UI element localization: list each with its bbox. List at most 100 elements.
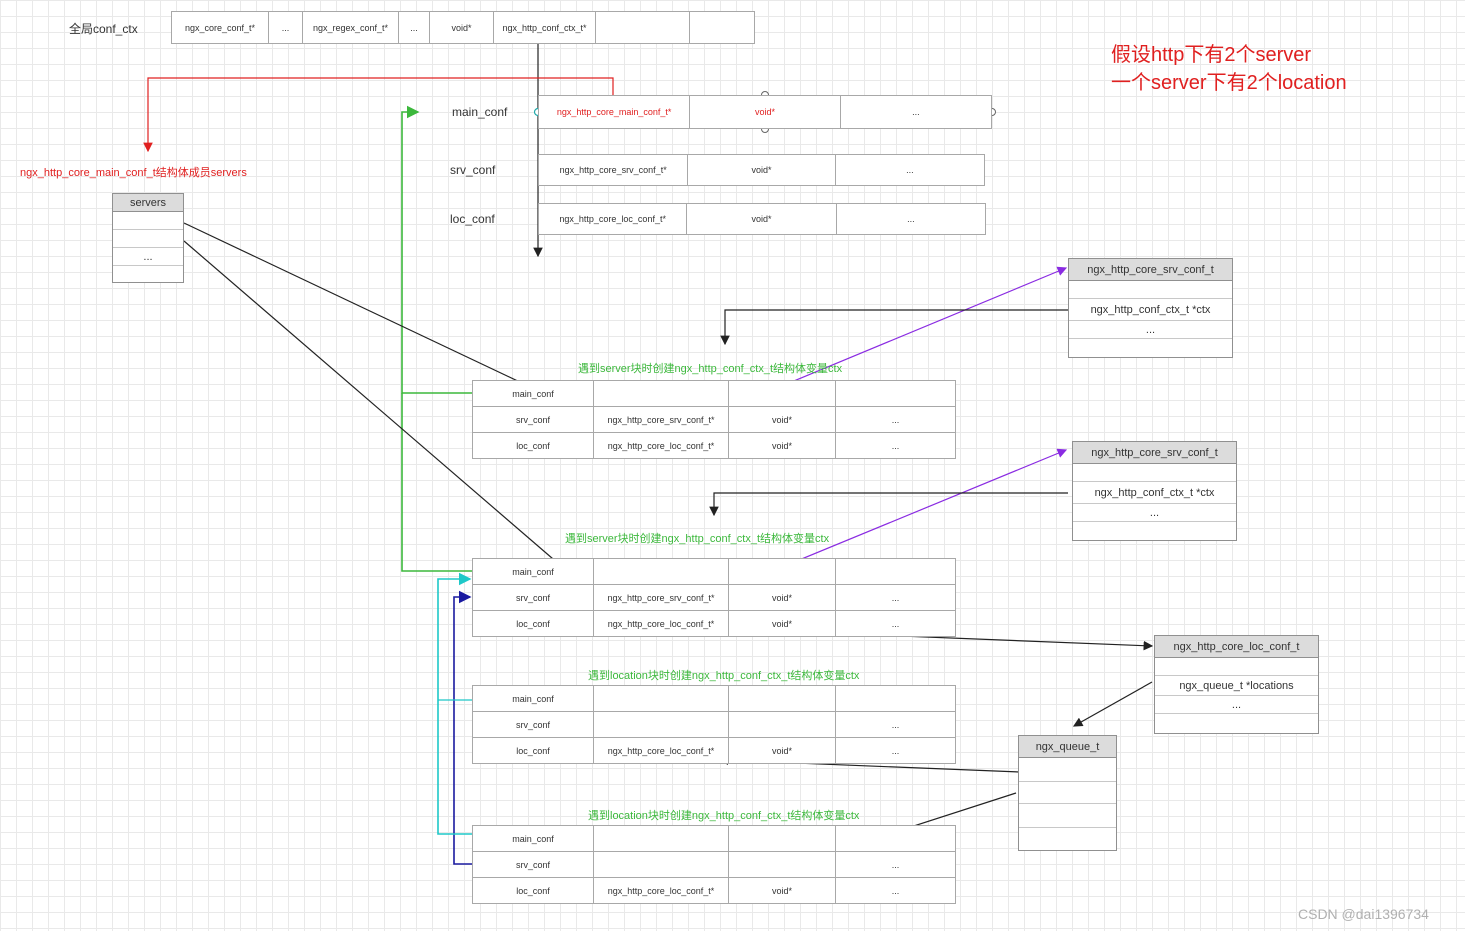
location-ctx-2-loc-c1[interactable]: ngx_http_core_loc_conf_t* — [594, 878, 729, 904]
location-ctx-1-main-c3[interactable] — [836, 686, 955, 711]
location-ctx-2-srv-c2[interactable] — [729, 852, 836, 877]
location-ctx-1-row-main[interactable]: main_conf — [473, 686, 955, 712]
server-ctx-1-row-srv[interactable]: srv_conf ngx_http_core_srv_conf_t* void*… — [473, 407, 955, 433]
server-ctx-2-loc-c3[interactable]: ... — [891, 619, 900, 629]
location-ctx-2-main-c3[interactable] — [836, 826, 955, 851]
server-ctx-1-srv-c3[interactable]: ... — [891, 414, 900, 425]
global-cell-core[interactable]: ngx_core_conf_t* — [172, 12, 269, 43]
srv-conf-struct-1-row-ctx[interactable]: ngx_http_conf_ctx_t *ctx — [1069, 299, 1232, 321]
location-ctx-2-row-main[interactable]: main_conf — [473, 826, 955, 852]
server-ctx-1-row-main[interactable]: main_conf — [473, 381, 955, 407]
location-ctx-1-main-c2[interactable] — [729, 686, 836, 711]
http-srv-cell-ellipsis[interactable]: ... — [906, 165, 914, 175]
srv-conf-struct-2-row-ellipsis[interactable]: ... — [1073, 504, 1236, 522]
loc-conf-struct-row-4[interactable] — [1155, 714, 1318, 732]
http-srv-conf-row[interactable]: ngx_http_core_srv_conf_t* void* ... — [538, 154, 985, 186]
servers-row-3[interactable]: ... — [113, 248, 183, 266]
server-ctx-2-loc-c1[interactable]: ngx_http_core_loc_conf_t* — [594, 611, 729, 637]
http-main-conf-row[interactable]: ngx_http_core_main_conf_t* void* ... — [538, 95, 992, 129]
server-ctx-2-main-c3[interactable] — [836, 559, 955, 584]
location-ctx-table-1[interactable]: main_conf srv_conf ... loc_conf ngx_http… — [472, 685, 956, 764]
server-ctx-1-main-c1[interactable] — [594, 381, 729, 406]
queue-struct-row-4[interactable] — [1019, 828, 1116, 850]
server-ctx-2-row-loc[interactable]: loc_conf ngx_http_core_loc_conf_t* void*… — [473, 611, 955, 637]
global-cell-ellipsis-1[interactable]: ... — [269, 12, 303, 43]
servers-row-2[interactable] — [113, 230, 183, 248]
location-ctx-1-loc-c3[interactable]: ... — [891, 746, 900, 756]
green-main-conf-line — [401, 105, 472, 394]
server-ctx-1-loc-c3[interactable]: ... — [891, 441, 900, 451]
servers-row-4[interactable] — [113, 266, 183, 282]
global-cell-ellipsis-2[interactable]: ... — [399, 12, 430, 43]
server-ctx-2-loc-c2[interactable]: void* — [729, 611, 836, 637]
location-ctx-2-main-c2[interactable] — [729, 826, 836, 851]
server-ctx-1-row-loc[interactable]: loc_conf ngx_http_core_loc_conf_t* void*… — [473, 433, 955, 459]
http-loc-cell-core[interactable]: ngx_http_core_loc_conf_t* — [539, 204, 688, 234]
http-main-cell-core[interactable]: ngx_http_core_main_conf_t* — [539, 96, 691, 128]
http-loc-conf-row[interactable]: ngx_http_core_loc_conf_t* void* ... — [538, 203, 986, 235]
server-ctx-table-2[interactable]: main_conf srv_conf ngx_http_core_srv_con… — [472, 558, 956, 637]
queue-struct-row-3[interactable] — [1019, 804, 1116, 828]
server-ctx-2-srv-c2[interactable]: void* — [729, 585, 836, 610]
location-ctx-2-row-srv[interactable]: srv_conf ... — [473, 852, 955, 878]
server-ctx-1-loc-c2[interactable]: void* — [729, 433, 836, 459]
http-loc-cell-ellipsis[interactable]: ... — [907, 214, 915, 224]
location-ctx-1-srv-c1[interactable] — [594, 712, 729, 737]
location-ctx-1-row-srv[interactable]: srv_conf ... — [473, 712, 955, 738]
server-ctx-2-srv-c1[interactable]: ngx_http_core_srv_conf_t* — [594, 585, 729, 610]
loc-conf-struct-row-ellipsis[interactable]: ... — [1155, 696, 1318, 714]
queue-struct[interactable]: ngx_queue_t — [1018, 735, 1117, 851]
http-loc-cell-void[interactable]: void* — [687, 204, 837, 234]
servers-array-box[interactable]: servers ... — [112, 193, 184, 283]
srv-conf-struct-2-row-ctx[interactable]: ngx_http_conf_ctx_t *ctx — [1073, 482, 1236, 504]
global-cell-regex[interactable]: ngx_regex_conf_t* — [303, 12, 399, 43]
server-ctx-2-row-main[interactable]: main_conf — [473, 559, 955, 585]
srv-conf-struct-2-row-4[interactable] — [1073, 522, 1236, 540]
http-main-cell-ellipsis[interactable]: ... — [912, 107, 920, 117]
server-ctx-1-main-c2[interactable] — [729, 381, 836, 406]
global-conf-ctx-array[interactable]: ngx_core_conf_t* ... ngx_regex_conf_t* .… — [171, 11, 755, 44]
location-ctx-2-srv-c3[interactable]: ... — [891, 859, 900, 870]
global-cell-empty-2[interactable] — [690, 12, 754, 43]
location-ctx-2-row-loc[interactable]: loc_conf ngx_http_core_loc_conf_t* void*… — [473, 878, 955, 904]
queue-struct-row-1[interactable] — [1019, 758, 1116, 782]
location-ctx-table-2[interactable]: main_conf srv_conf ... loc_conf ngx_http… — [472, 825, 956, 904]
srv-conf-struct-1-row-ellipsis[interactable]: ... — [1069, 321, 1232, 339]
global-cell-http-ctx[interactable]: ngx_http_conf_ctx_t* — [494, 12, 596, 43]
server-ctx-2-main-c2[interactable] — [729, 559, 836, 584]
location-ctx-2-main-c1[interactable] — [594, 826, 729, 851]
green-main-conf-line-2 — [401, 393, 472, 572]
http-srv-cell-void[interactable]: void* — [688, 155, 836, 185]
server-ctx-2-srv-c3[interactable]: ... — [891, 592, 900, 603]
srv-conf-struct-2[interactable]: ngx_http_core_srv_conf_t ngx_http_conf_c… — [1072, 441, 1237, 541]
server-ctx-2-main-c1[interactable] — [594, 559, 729, 584]
loc-conf-struct-row-locations[interactable]: ngx_queue_t *locations — [1155, 676, 1318, 696]
location-ctx-1-srv-c3[interactable]: ... — [891, 719, 900, 730]
server-ctx-2-row-srv[interactable]: srv_conf ngx_http_core_srv_conf_t* void*… — [473, 585, 955, 611]
server-ctx-1-main-c3[interactable] — [836, 381, 955, 406]
queue-struct-row-2[interactable] — [1019, 782, 1116, 804]
srv-conf-struct-1-row-4[interactable] — [1069, 339, 1232, 357]
server-ctx-1-loc-c1[interactable]: ngx_http_core_loc_conf_t* — [594, 433, 729, 459]
global-cell-empty-1[interactable] — [596, 12, 690, 43]
location-ctx-1-loc-c1[interactable]: ngx_http_core_loc_conf_t* — [594, 738, 729, 764]
server-ctx-table-1[interactable]: main_conf srv_conf ngx_http_core_srv_con… — [472, 380, 956, 459]
location-ctx-2-loc-c3[interactable]: ... — [891, 886, 900, 896]
server-ctx-1-srv-c1[interactable]: ngx_http_core_srv_conf_t* — [594, 407, 729, 432]
server-ctx-1-srv-c2[interactable]: void* — [729, 407, 836, 432]
location-ctx-1-srv-c2[interactable] — [729, 712, 836, 737]
location-ctx-1-main-c1[interactable] — [594, 686, 729, 711]
srv-conf-struct-2-row-1[interactable] — [1073, 464, 1236, 482]
servers-row-1[interactable] — [113, 212, 183, 230]
srv-conf-struct-1[interactable]: ngx_http_core_srv_conf_t ngx_http_conf_c… — [1068, 258, 1233, 358]
srv-conf-struct-1-row-1[interactable] — [1069, 281, 1232, 299]
location-ctx-2-srv-c1[interactable] — [594, 852, 729, 877]
location-ctx-1-row-loc[interactable]: loc_conf ngx_http_core_loc_conf_t* void*… — [473, 738, 955, 764]
loc-conf-struct[interactable]: ngx_http_core_loc_conf_t ngx_queue_t *lo… — [1154, 635, 1319, 734]
loc-conf-struct-row-1[interactable] — [1155, 658, 1318, 676]
location-ctx-1-loc-c2[interactable]: void* — [729, 738, 836, 764]
location-ctx-2-loc-c2[interactable]: void* — [729, 878, 836, 904]
global-cell-void[interactable]: void* — [430, 12, 494, 43]
http-main-cell-void[interactable]: void* — [690, 96, 841, 128]
http-srv-cell-core[interactable]: ngx_http_core_srv_conf_t* — [539, 155, 689, 185]
